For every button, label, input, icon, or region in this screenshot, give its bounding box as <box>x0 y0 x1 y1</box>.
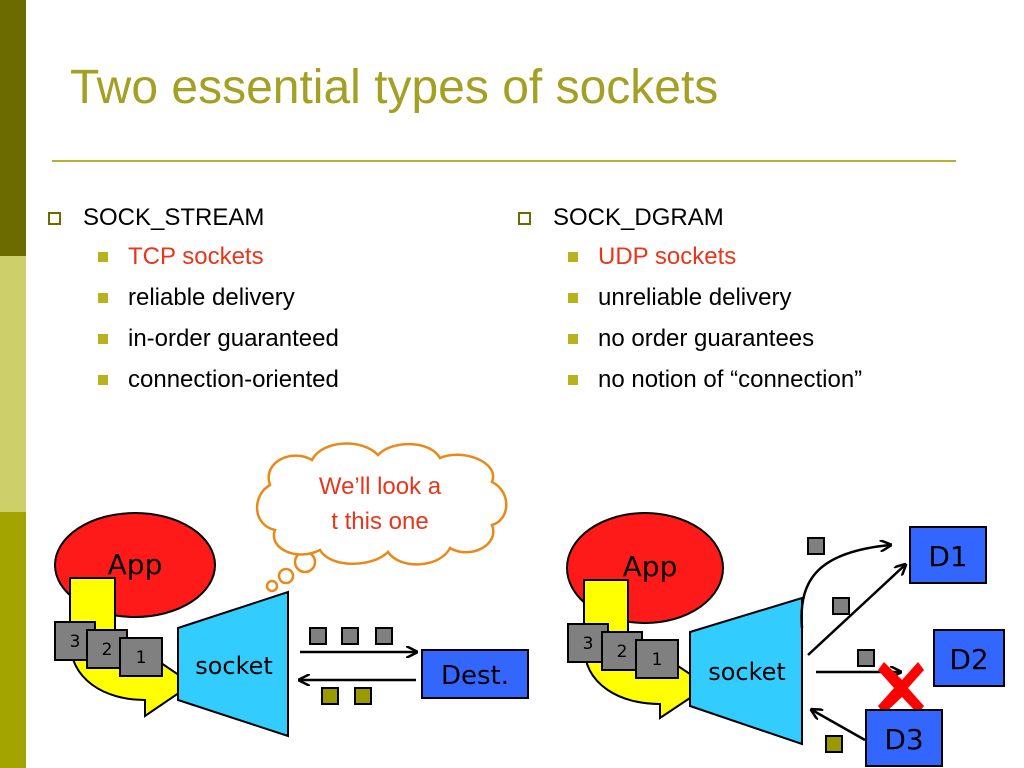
socket-shape <box>177 590 289 738</box>
arrow-from-d3 <box>812 710 866 742</box>
app-label: App <box>623 550 678 583</box>
arrow-to-d1-curved <box>800 545 890 629</box>
list-item: reliable delivery <box>98 277 339 318</box>
square-bullet-icon <box>98 333 108 344</box>
outgoing-packet <box>857 649 875 667</box>
list-item: TCP sockets <box>98 236 339 277</box>
outgoing-packet <box>375 627 393 645</box>
title-divider <box>52 160 956 162</box>
socket-label: socket <box>708 658 786 686</box>
list-item: no order guarantees <box>568 318 862 359</box>
dest-label: Dest. <box>441 661 509 691</box>
sidebar-band-mid <box>0 512 26 768</box>
d1-label: D1 <box>928 540 967 573</box>
dropped-packet-x-icon <box>878 662 924 714</box>
list-item-text: TCP sockets <box>128 242 264 270</box>
right-heading-row: SOCK_DGRAM <box>518 200 862 236</box>
square-bullet-icon <box>568 374 578 385</box>
square-bullet-icon <box>98 251 108 262</box>
square-bullet-icon <box>568 333 578 344</box>
slide-title: Two essential types of sockets <box>70 61 719 114</box>
packet-2-label: 2 <box>617 642 628 662</box>
list-item-text: UDP sockets <box>598 242 737 270</box>
outgoing-packet <box>341 627 359 645</box>
d1-box <box>909 526 987 584</box>
incoming-packet <box>321 687 339 705</box>
left-heading: SOCK_STREAM <box>83 204 265 231</box>
list-item: in-order guaranteed <box>98 318 339 359</box>
hollow-square-bullet-icon <box>518 211 531 225</box>
square-bullet-icon <box>568 292 578 303</box>
square-bullet-icon <box>98 374 108 385</box>
hollow-square-bullet-icon <box>48 211 61 225</box>
packet-3-label: 3 <box>583 634 594 654</box>
list-item: no notion of “connection” <box>568 359 862 400</box>
packet-1-label: 1 <box>652 650 663 670</box>
callout-text-line1: We’ll look a <box>319 473 442 500</box>
list-item-text: no notion of “connection” <box>598 365 863 393</box>
list-item-text: connection-oriented <box>128 365 339 393</box>
tcp-diagram: We’ll look a t this one App socket 3 2 1… <box>54 442 529 738</box>
sidebar-band-light <box>0 256 26 512</box>
list-item-text: in-order guaranteed <box>128 324 339 352</box>
square-bullet-icon <box>98 292 108 303</box>
list-item: connection-oriented <box>98 359 339 400</box>
left-column: SOCK_STREAM TCP sockets reliable deliver… <box>48 200 339 400</box>
square-bullet-icon <box>568 251 578 262</box>
list-item: UDP sockets <box>568 236 862 277</box>
packet-2-label: 2 <box>102 640 113 660</box>
outgoing-packet <box>309 627 327 645</box>
left-heading-row: SOCK_STREAM <box>48 200 339 236</box>
list-item-text: no order guarantees <box>598 324 815 352</box>
packet-1 <box>635 639 679 679</box>
socket-shape <box>689 596 803 746</box>
list-item: unreliable delivery <box>568 277 862 318</box>
thought-dot-small <box>265 579 279 593</box>
d3-label: D3 <box>884 723 923 756</box>
socket-label: socket <box>195 652 273 680</box>
thought-dot-medium <box>277 567 295 585</box>
packet-3-label: 3 <box>70 632 81 652</box>
incoming-packet <box>354 687 372 705</box>
right-column: SOCK_DGRAM UDP sockets unreliable delive… <box>518 200 862 400</box>
d3-box <box>865 709 943 767</box>
thought-cloud <box>255 442 508 566</box>
outgoing-packet <box>832 597 850 615</box>
sidebar-decoration <box>0 0 26 768</box>
packet-1-label: 1 <box>136 648 147 668</box>
udp-diagram: App socket 3 2 1 D1 D2 D3 <box>566 512 1005 767</box>
app-label: App <box>108 548 163 581</box>
callout-text-line2: t this one <box>331 508 428 535</box>
list-item-text: unreliable delivery <box>598 283 792 311</box>
list-item-text: reliable delivery <box>128 283 295 311</box>
packet-1 <box>119 637 163 677</box>
d2-label: D2 <box>949 643 988 676</box>
right-heading: SOCK_DGRAM <box>553 204 724 231</box>
incoming-packet <box>825 735 843 753</box>
outgoing-packet <box>807 537 825 555</box>
sidebar-band-dark <box>0 0 26 256</box>
arrow-to-d1 <box>807 565 905 656</box>
d2-box <box>933 629 1005 687</box>
dest-box <box>421 649 529 699</box>
